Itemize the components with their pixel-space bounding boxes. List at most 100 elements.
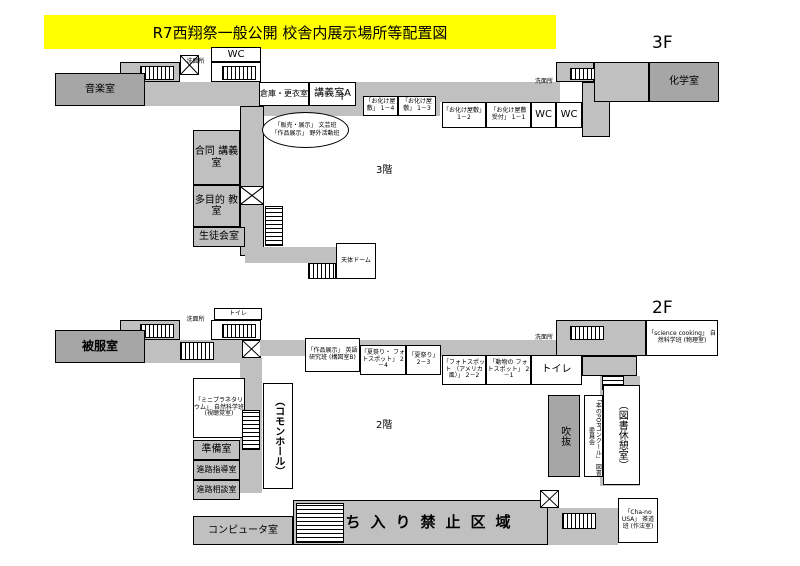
f3-note-line2: 「作品展示」 野外活動班 (271, 130, 340, 137)
f2-planetarium: 「ミニプラネタリウム」 自然科学班 (視聴覚室) (193, 378, 245, 438)
f3-storage: 倉庫・更衣室 (259, 82, 309, 106)
f2-pop-contest: 「本のPOPコンクール」 図書委員会 (584, 395, 603, 477)
f2-stairs-bottom-left (296, 503, 344, 543)
f2-pop-contest-label: 「本のPOPコンクール」 図書委員会 (587, 396, 602, 476)
f2-toilet-right-label: トイレ (541, 364, 572, 376)
f3-okake-13-label: 「お化け屋敷」 1－3 (401, 98, 432, 112)
f3-multipurpose-label: 多目的 教室 (194, 194, 239, 218)
f2-cha-no-usa: 「Cha-no USA」 茶道班 (作法室) (618, 498, 658, 543)
f2-restricted-label: 立ち入り禁止区域 (320, 512, 521, 531)
floor2-label: 2F (652, 298, 673, 318)
f2-common-hall-label: （コモンホール） (272, 396, 284, 476)
f3-okake-12-label: 「お化け屋敷」 1－2 (443, 107, 486, 121)
page-title-banner: R7西翔祭一般公開 校舎内展示場所等配置図 (44, 15, 556, 49)
f2-animal-21-label: 「動物の フォトスポット」 2－1 (487, 358, 530, 380)
f3-wc-2-label: WC (560, 109, 578, 121)
f2-natsu-24-label: 「夏祭り・ フォトスポット」 2－4 (361, 348, 405, 370)
f3-wc-1: WC (531, 102, 556, 128)
f3-music-room: 音楽室 (55, 73, 145, 106)
f2-career-counsel-label: 進路相談室 (196, 485, 237, 495)
f2-stairs-right (570, 326, 604, 340)
f2-computer-room: コンピュータ室 (193, 516, 293, 545)
f2-common-hall: （コモンホール） (263, 383, 293, 489)
f3-wc-1-label: WC (535, 109, 552, 121)
f2-career-counsel: 進路相談室 (193, 480, 240, 500)
f2-clothing-room: 被服室 (55, 330, 145, 363)
f3-note-line1: 「販売・展示」 文芸班 (274, 121, 337, 129)
f2-center-label: 2階 (376, 420, 393, 431)
f2-fukinuke: 吹抜 (548, 395, 580, 477)
f2-washroom-right-label: 洗面所 (530, 332, 558, 344)
f3-joint-lecture-label: 合同 講義室 (194, 146, 239, 169)
f2-eigo: 「作品展示」 英語研究班 (構図室B) (305, 338, 360, 372)
page-title: R7西翔祭一般公開 校舎内展示場所等配置図 (152, 23, 448, 42)
f3-corridor-left (145, 82, 260, 106)
f3-student-council: 生徒会室 (193, 227, 245, 247)
f3-wc-2: WC (556, 102, 582, 128)
f2-photo-22-label: 「フォトスポット （アメリカ風）」 2－2 (443, 358, 486, 380)
f3-washroom-left: 洗面所 (186, 58, 205, 66)
f2-fukinuke-label: 吹抜 (558, 426, 570, 446)
f3-dome: 天体ドーム (336, 243, 376, 279)
f3-music-label: 音楽室 (85, 83, 115, 95)
f2-toilet-top-label: トイレ (228, 309, 247, 317)
f2-stairs-bottom-right (562, 513, 596, 529)
f2-cha-no-usa-label: 「Cha-no USA」 茶道班 (作法室) (621, 509, 655, 530)
f3-okake-14-label: 「お化け屋敷」 1－4 (365, 98, 396, 112)
f2-photo-22: 「フォトスポット （アメリカ風）」 2－2 (442, 355, 486, 385)
f3-elevator-top (180, 55, 199, 75)
f2-elevator-top (242, 340, 261, 358)
f2-washroom-right: 洗面所 (534, 333, 553, 341)
f3-dome-label: 天体ドーム (341, 256, 371, 264)
f2-washroom-left: 洗面所 (186, 315, 205, 323)
f2-natsu-24: 「夏祭り・ フォトスポット」 2－4 (360, 345, 406, 375)
f3-lecture-a-label: 講義室A (314, 88, 351, 99)
f3-wc-top: WC (211, 47, 261, 62)
f2-washroom-left-label: 洗面所 (180, 314, 211, 326)
f3-arrow-icon: ↑ (338, 92, 347, 103)
floor3-label: 3F (652, 33, 673, 53)
f3-okake-11: 「お化け屋敷 受付」 1－1 (486, 102, 531, 128)
f3-chemistry: 化学室 (649, 62, 719, 102)
f2-natsu-23: 「夏祭り」 2－3 (406, 345, 441, 375)
f3-wc-top-label: WC (227, 48, 245, 60)
f3-center-label: 3階 (376, 165, 393, 176)
f3-lecture-a: 講義室A (309, 82, 356, 106)
f3-multipurpose: 多目的 教室 (193, 185, 240, 227)
f2-career-guidance: 進路指導室 (193, 460, 240, 480)
f2-toilet-right: トイレ (531, 355, 582, 385)
f2-prep-room: 準備室 (193, 440, 240, 460)
f3-stairs-left-v (265, 206, 283, 246)
f3-student-council-label: 生徒会室 (199, 231, 239, 243)
f3-storage-label: 倉庫・更衣室 (260, 89, 308, 99)
f2-stairs-top-mid (222, 324, 256, 338)
f2-library-label: （図書休憩室） (616, 400, 628, 470)
f2-toilet-top: トイレ (214, 308, 262, 320)
f2-library: （図書休憩室） (603, 385, 640, 485)
f2-corridor-right-v1 (582, 356, 637, 376)
f2-planetarium-label: 「ミニプラネタリウム」 自然科学班 (視聴覚室) (194, 396, 244, 418)
f3-stairs-top-left (140, 66, 174, 80)
f2-computer-label: コンピュータ室 (208, 524, 278, 536)
f3-washroom-right: 洗面所 (534, 77, 553, 85)
f3-elevator-left (240, 186, 264, 205)
f2-stairs-left-v (242, 410, 260, 450)
f2-eigo-label: 「作品展示」 英語研究班 (構図室B) (307, 347, 358, 361)
f2-stairs-left-mid (180, 342, 214, 360)
f2-natsu-23-label: 「夏祭り」 2－3 (408, 352, 439, 366)
f3-chemistry-label: 化学室 (669, 76, 699, 88)
f3-joint-lecture: 合同 講義室 (193, 130, 240, 185)
f3-washroom-right-label: 洗面所 (530, 76, 558, 88)
f3-room-right-blank (594, 62, 649, 102)
f2-prep-label: 準備室 (201, 444, 232, 456)
f3-stairs-top-mid (222, 66, 256, 80)
f2-science-cooking-label: 「science cooking」 自然科学班 (物理室) (648, 330, 716, 344)
f3-okake-11-label: 「お化け屋敷 受付」 1－1 (490, 107, 527, 121)
f2-stairs-top-left (140, 324, 174, 338)
f3-washroom-left-label: 洗面所 (180, 55, 211, 70)
f3-okake-13: 「お化け屋敷」 1－3 (398, 96, 436, 116)
f2-animal-21: 「動物の フォトスポット」 2－1 (486, 355, 531, 385)
f3-okake-14: 「お化け屋敷」 1－4 (363, 96, 398, 116)
f3-okake-12: 「お化け屋敷」 1－2 (442, 102, 486, 128)
f2-clothing-label: 被服室 (81, 338, 118, 353)
